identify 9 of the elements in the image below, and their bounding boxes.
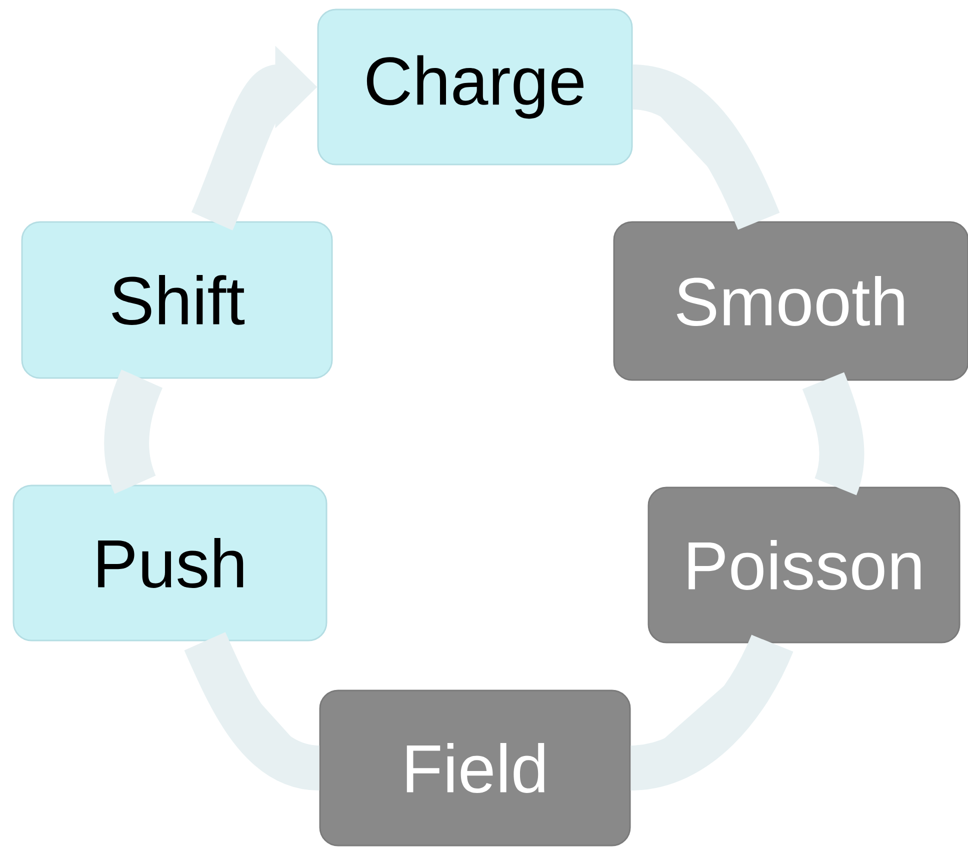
process-box: Push [12,484,328,642]
ring-arrow [630,64,780,230]
ring-arrow [629,634,794,790]
process-box: Shift [21,221,333,379]
ring-arrow [184,632,322,790]
process-box: Smooth [613,221,968,381]
process-box: Poisson [648,486,960,644]
process-box: Charge [317,8,633,166]
process-box: Field [319,690,631,846]
